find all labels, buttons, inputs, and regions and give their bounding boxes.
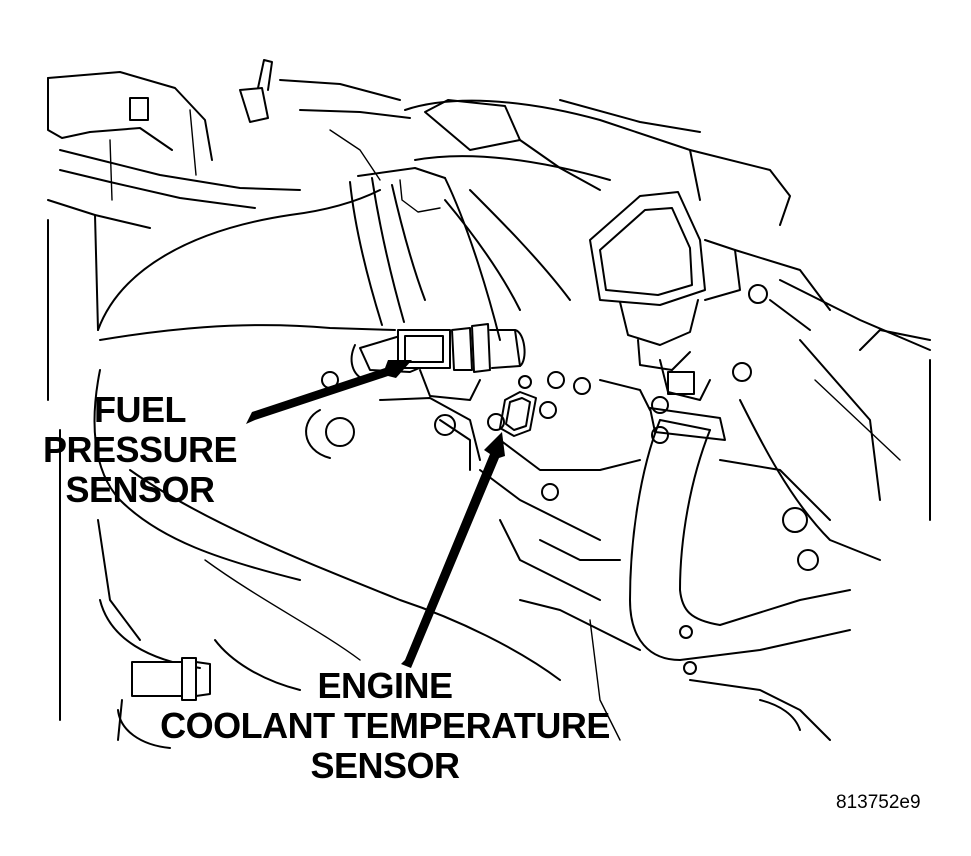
- coolant-hose: [629, 396, 851, 661]
- fuel-pressure-sensor-drawing: [305, 323, 526, 459]
- lower-left-connector: [117, 657, 211, 749]
- fuel-pressure-label-line-3: SENSOR: [65, 469, 215, 510]
- right-structure: [719, 279, 931, 571]
- coolant-temp-label-line-2: COOLANT TEMPERATURE: [160, 705, 610, 746]
- engine-coolant-temperature-sensor-label: ENGINE COOLANT TEMPERATURE SENSOR: [150, 668, 620, 784]
- fuel-pressure-label-line-1: FUEL: [94, 389, 187, 430]
- upper-left-structure: [47, 59, 411, 401]
- intake-tube: [97, 167, 501, 341]
- coolant-temp-sensor-drawing: [487, 371, 591, 437]
- engine-block: [379, 379, 831, 741]
- fuel-pressure-arrow: [246, 360, 412, 424]
- left-duct: [59, 369, 561, 721]
- upper-hose: [404, 99, 791, 311]
- fuel-pressure-label-line-2: PRESSURE: [42, 429, 238, 470]
- coolant-temp-label-line-3: SENSOR: [310, 745, 460, 786]
- figure-id: 813752e9: [836, 792, 921, 813]
- electronic-module: [589, 191, 831, 401]
- fuel-pressure-sensor-label: FUEL PRESSURE SENSOR: [35, 392, 245, 508]
- coolant-temp-label-line-1: ENGINE: [317, 665, 453, 706]
- coolant-temp-arrow: [401, 432, 505, 668]
